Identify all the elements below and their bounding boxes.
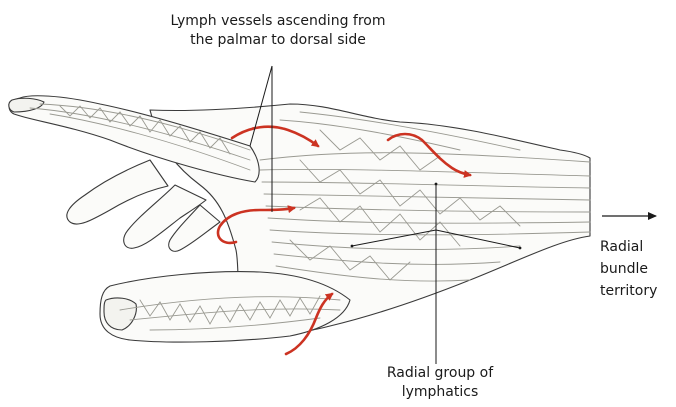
label-radial-group-line2: lymphatics [360, 383, 520, 402]
label-radial-group: Radial group of lymphatics [360, 364, 520, 402]
label-radial-bundle-line1: Radial [600, 236, 670, 258]
label-radial-bundle: Radial bundle territory [600, 236, 670, 302]
label-lymph-vessels-line2: the palmar to dorsal side [138, 31, 418, 50]
label-radial-group-line1: Radial group of [360, 364, 520, 383]
label-lymph-vessels: Lymph vessels ascending from the palmar … [138, 12, 418, 50]
label-lymph-vessels-line1: Lymph vessels ascending from [138, 12, 418, 31]
hand-outline [9, 96, 590, 342]
label-radial-bundle-line2: bundle [600, 258, 670, 280]
label-radial-bundle-line3: territory [600, 280, 670, 302]
